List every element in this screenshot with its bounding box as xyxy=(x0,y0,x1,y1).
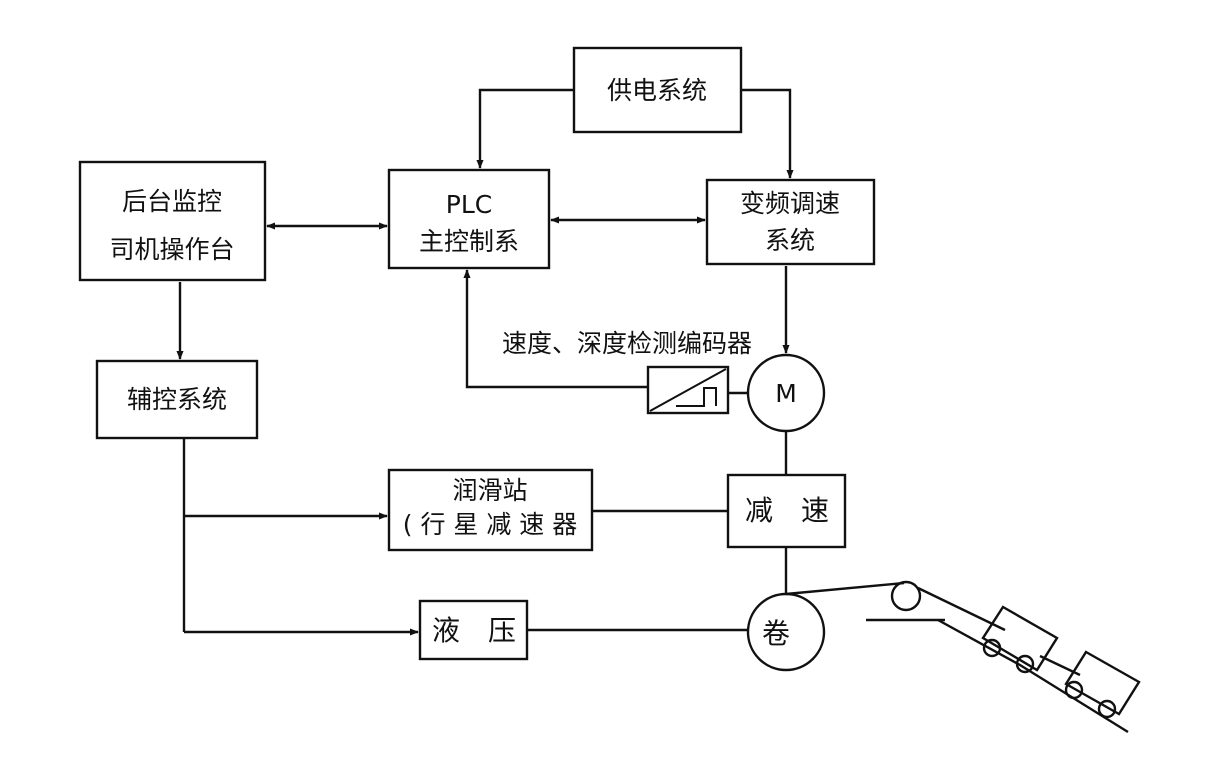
encoder-step-icon xyxy=(676,387,717,407)
encoder-symbol xyxy=(646,365,730,415)
backend-monitor-box xyxy=(78,160,267,282)
vfd-box xyxy=(705,178,876,266)
backend-monitor-label-1: 后台监控 xyxy=(122,187,222,216)
rope-to-cars xyxy=(917,586,1006,632)
mine-car-2 xyxy=(1064,650,1141,719)
lube-station-label-2: ( 行 星 减 速 器 xyxy=(403,510,578,539)
power-supply-label: 供电系统 xyxy=(607,76,707,105)
vfd-label-1: 变频调速 xyxy=(740,189,840,218)
plc-label-2: 主控制系 xyxy=(419,227,519,256)
lube-station-label-1: 润滑站 xyxy=(452,476,527,505)
plc-box xyxy=(387,168,551,270)
arrow-power-to-plc xyxy=(476,88,574,169)
plc-label-1: PLC xyxy=(446,190,492,219)
encoder-diagonal xyxy=(649,368,727,412)
hydraulic-label: 液 压 xyxy=(432,614,516,647)
hoist-rope xyxy=(785,581,905,596)
mine-car-1 xyxy=(981,605,1059,674)
backend-monitor-label-2: 司机操作台 xyxy=(109,235,234,264)
aux-control-box xyxy=(95,359,259,440)
drum-label: 卷 xyxy=(762,617,790,650)
encoder-label: 速度、深度检测编码器 xyxy=(502,329,752,358)
arrow-power-to-vfd xyxy=(741,88,794,179)
aux-control-label: 辅控系统 xyxy=(127,385,227,414)
incline-track xyxy=(937,618,1129,734)
reducer-label: 减 速 xyxy=(745,494,829,527)
arrow-encoder-to-plc xyxy=(463,269,648,389)
motor-label: M xyxy=(775,379,797,408)
head-sheave xyxy=(890,580,922,612)
vfd-label-2: 系统 xyxy=(765,226,815,255)
